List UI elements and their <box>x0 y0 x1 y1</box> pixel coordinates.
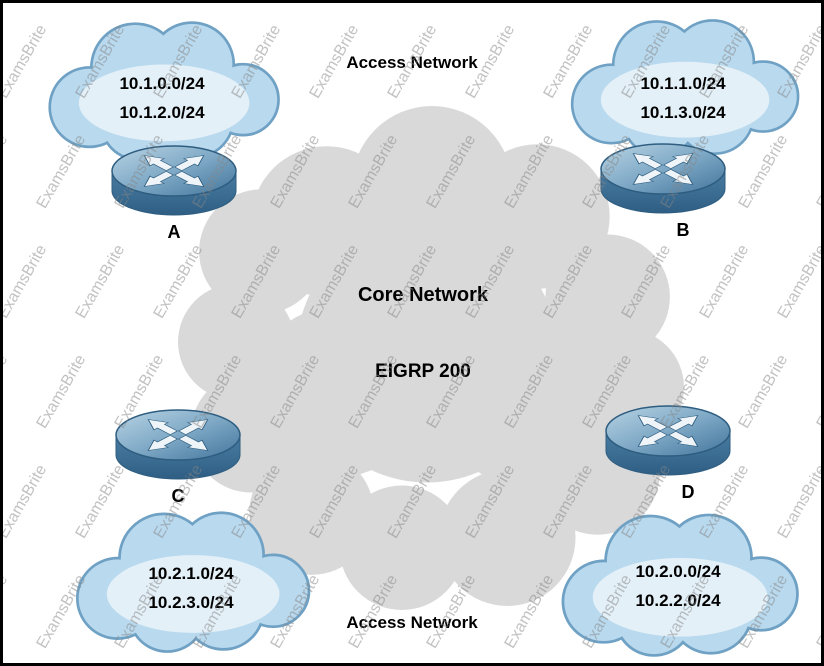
watermark-text: ExamsBrite <box>3 132 12 212</box>
subnet-label: 10.1.1.0/24 <box>640 74 726 93</box>
core-network-label: Core Network <box>357 284 489 306</box>
watermark-text: ExamsBrite <box>3 242 51 322</box>
watermark-text: ExamsBrite <box>3 352 12 432</box>
router-icon <box>600 143 726 214</box>
subnet-label: 10.1.3.0/24 <box>640 103 726 122</box>
router-c-label: C <box>171 486 185 506</box>
subnet-label: 10.2.2.0/24 <box>635 591 721 610</box>
watermark-text: ExamsBrite <box>696 242 753 322</box>
cloud-shape <box>48 21 280 161</box>
cloud-subnets: 10.1.0.0/24 10.1.2.0/24 <box>31 69 293 127</box>
subnet-label: 10.1.0.0/24 <box>119 74 205 93</box>
router-b: B <box>596 139 730 241</box>
access-network-label-top: Access Network <box>346 53 478 72</box>
access-cloud-bottom-right: 10.2.0.0/24 10.2.2.0/24 <box>541 501 815 663</box>
core-network-cloud <box>171 91 703 613</box>
router-b-label: B <box>676 220 690 240</box>
cloud-shape <box>570 19 800 158</box>
access-cloud-top-right: 10.1.1.0/24 10.1.3.0/24 <box>551 7 815 165</box>
router-icon <box>115 409 241 480</box>
cloud-subnets: 10.2.0.0/24 10.2.2.0/24 <box>541 557 815 615</box>
access-network-label-bottom: Access Network <box>346 613 478 632</box>
router-icon <box>111 145 237 216</box>
subnet-label: 10.2.1.0/24 <box>148 564 234 583</box>
watermark-text: ExamsBrite <box>735 352 792 432</box>
watermark-text: ExamsBrite <box>813 352 821 432</box>
router-c: C <box>111 405 245 507</box>
router-a: A <box>107 141 241 243</box>
core-cloud-lobes <box>178 106 684 610</box>
subnet-label: 10.2.3.0/24 <box>148 593 234 612</box>
watermark-text: ExamsBrite <box>3 462 51 542</box>
access-cloud-top-left: 10.1.0.0/24 10.1.2.0/24 <box>31 9 293 169</box>
watermark-text: ExamsBrite <box>774 242 821 322</box>
watermark-text: ExamsBrite <box>3 572 12 652</box>
router-d: D <box>601 401 735 503</box>
router-a-label: A <box>167 222 181 242</box>
cloud-shape <box>75 511 311 653</box>
access-cloud-bottom-left: 10.2.1.0/24 10.2.3.0/24 <box>58 499 324 661</box>
cloud-subnets: 10.2.1.0/24 10.2.3.0/24 <box>58 559 324 617</box>
router-d-label: D <box>681 482 695 502</box>
router-icon <box>605 405 731 476</box>
watermark-text: ExamsBrite <box>72 242 129 322</box>
subnet-label: 10.2.0.0/24 <box>635 562 721 581</box>
subnet-label: 10.1.2.0/24 <box>119 103 205 122</box>
cloud-shape <box>561 513 799 657</box>
core-cloud-shape <box>178 106 684 610</box>
cloud-subnets: 10.1.1.0/24 10.1.3.0/24 <box>551 69 815 127</box>
eigrp-200-label: EIGRP 200 <box>375 361 471 382</box>
watermark-text: ExamsBrite <box>33 352 90 432</box>
